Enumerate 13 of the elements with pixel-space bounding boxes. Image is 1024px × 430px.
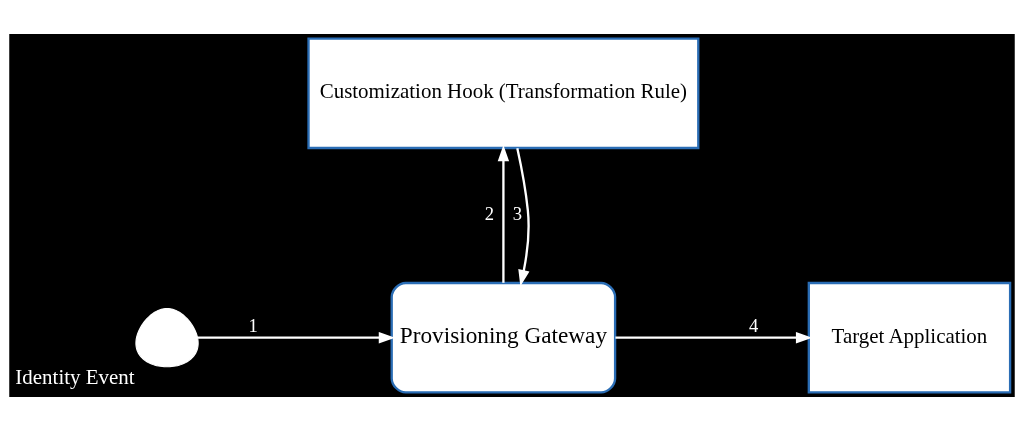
node-box: Provisioning Gateway: [390, 281, 617, 393]
arrow: [197, 331, 396, 343]
edge-label: 1: [248, 314, 258, 336]
node-person: [135, 307, 199, 367]
node-label: Identity Event: [15, 364, 135, 388]
node-box: Target Application: [807, 281, 1012, 393]
arrow: [516, 147, 530, 286]
node-box: Customization Hook (Transformation Rule): [307, 37, 700, 149]
arrow: [497, 144, 510, 283]
edge-label: 3: [512, 202, 523, 224]
edge-label: 2: [484, 202, 495, 224]
edge-label: 4: [748, 314, 759, 336]
arrow: [615, 331, 813, 343]
